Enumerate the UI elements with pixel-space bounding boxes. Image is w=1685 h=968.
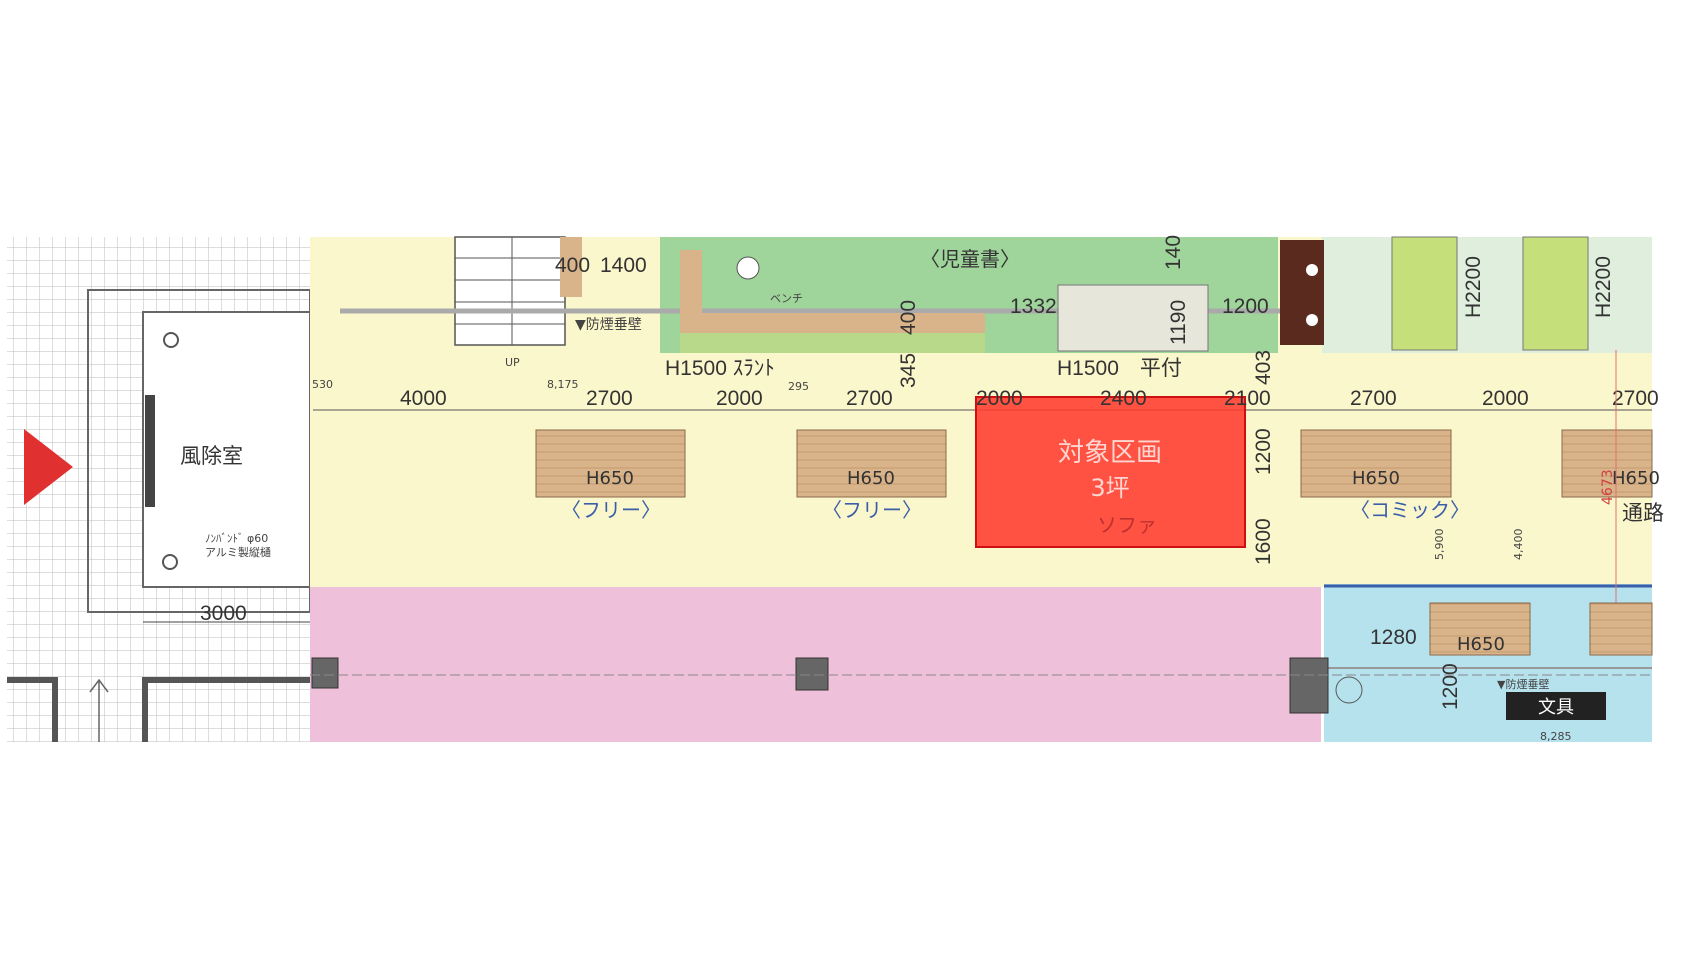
shelf-flat-label: H1500 平付	[1057, 357, 1182, 380]
entrance-arrow-icon	[24, 429, 73, 505]
corridor-label: 通路	[1622, 501, 1664, 525]
stationery-sign	[1506, 692, 1606, 720]
table-height: H650	[1352, 468, 1400, 489]
dimension-2400: 2400	[1100, 387, 1147, 410]
dimension-3000: 3000	[200, 602, 247, 625]
dimension-8175: 8,175	[547, 378, 579, 391]
shelf-h2200-label: H2200	[1592, 256, 1615, 318]
dimension-2700: 2700	[1350, 387, 1397, 410]
shelf-unit	[1522, 236, 1589, 351]
dimension-2700: 2700	[586, 387, 633, 410]
dimension-2100: 2100	[1224, 387, 1271, 410]
table-height: H650	[1457, 634, 1505, 655]
shelf	[560, 237, 582, 297]
stationery-label: 文具	[1538, 697, 1574, 718]
dimension-530: 530	[312, 378, 333, 391]
shelf-icon	[1306, 314, 1318, 326]
dimension-2700: 2700	[1612, 387, 1659, 410]
dimension-400: 400	[555, 254, 590, 277]
table-height: H650	[847, 468, 895, 489]
dimension-1400: 1400	[600, 254, 647, 277]
dark-shelf	[1280, 240, 1324, 345]
downspout-note: ﾉﾝﾊﾞﾝﾄﾞ φ60	[205, 532, 268, 545]
bench-label: ベンチ	[770, 292, 803, 305]
windbreak-room-area	[142, 311, 311, 588]
magazine-area	[1322, 237, 1652, 353]
stair-steps	[455, 237, 565, 345]
structural-column	[1289, 657, 1329, 714]
flat-shelf	[1057, 284, 1209, 352]
column-round-icon	[736, 256, 760, 280]
stairs	[454, 236, 566, 346]
table: H650 〈フリー〉	[535, 429, 686, 522]
smoke-wall-note: ▼防煙垂壁	[575, 317, 642, 333]
up-label: UP	[505, 356, 520, 369]
table-height: H650	[1612, 468, 1660, 489]
dimension-1280: 1280	[1370, 626, 1417, 649]
childrens-books-label: 〈児童書〉	[920, 247, 1020, 271]
downspout-icon	[163, 332, 179, 348]
dimension-1332: 1332	[1010, 295, 1057, 318]
door-bar	[145, 395, 155, 507]
smoke-wall-note: ▼防煙垂壁	[1497, 677, 1549, 691]
table: H650	[1429, 602, 1531, 656]
exterior-wall	[7, 677, 310, 742]
table-label: 〈フリー〉	[561, 498, 661, 522]
dimension-400: 400	[897, 300, 920, 335]
dimension-5900: 5,900	[1433, 529, 1446, 561]
target-area-size: 3坪	[1090, 474, 1129, 502]
dimension-2000: 2000	[716, 387, 763, 410]
table-height: H650	[586, 468, 634, 489]
drain-icon	[1335, 676, 1363, 704]
dimension-403: 403	[1252, 350, 1275, 385]
dimension-4000: 4000	[400, 387, 447, 410]
dimension-1200: 1200	[1222, 295, 1269, 318]
dimension-2000: 2000	[976, 387, 1023, 410]
downspout-icon	[162, 554, 178, 570]
dimension-2700: 2700	[846, 387, 893, 410]
entry-arrow-icon	[89, 678, 109, 742]
shelf-icon	[1306, 264, 1318, 276]
dimension-8285: 8,285	[1540, 730, 1572, 743]
shelf-slant-label: H1500 ｽﾗﾝﾄ	[665, 357, 775, 380]
shelf-unit	[1391, 236, 1458, 351]
dimension-345: 345	[897, 353, 920, 388]
slant-shelf	[680, 333, 985, 353]
table-label: 〈コミック〉	[1350, 498, 1470, 522]
target-area-title: 対象区画	[1058, 438, 1162, 468]
dimension-1200: 1200	[1439, 663, 1462, 710]
dimension-1200: 1200	[1252, 428, 1275, 475]
dimension-140: 140	[1162, 235, 1185, 270]
table: H650	[1561, 429, 1660, 498]
bench-shelf	[680, 313, 985, 333]
dimension-1190: 1190	[1167, 300, 1190, 345]
target-area[interactable]: 対象区画 3坪 ソファ	[975, 396, 1246, 548]
dimension-295: 295	[788, 380, 809, 393]
shelf-h2200-label: H2200	[1462, 256, 1485, 318]
dimension-4673: 4673	[1600, 469, 1616, 505]
dimension-1600: 1600	[1252, 518, 1275, 565]
structural-column	[311, 657, 339, 689]
dimension-4400: 4,400	[1512, 529, 1525, 561]
dimension-2000: 2000	[1482, 387, 1529, 410]
table: H650 〈コミック〉	[1300, 429, 1470, 522]
sofa-label: ソファ	[1097, 513, 1157, 537]
windbreak-room-label: 風除室	[180, 444, 243, 468]
structural-column	[795, 657, 829, 691]
downspout-note: アルミ製縦樋	[205, 545, 271, 559]
table: H650 〈フリー〉	[796, 429, 947, 522]
table	[1589, 602, 1653, 656]
table-label: 〈フリー〉	[822, 498, 922, 522]
